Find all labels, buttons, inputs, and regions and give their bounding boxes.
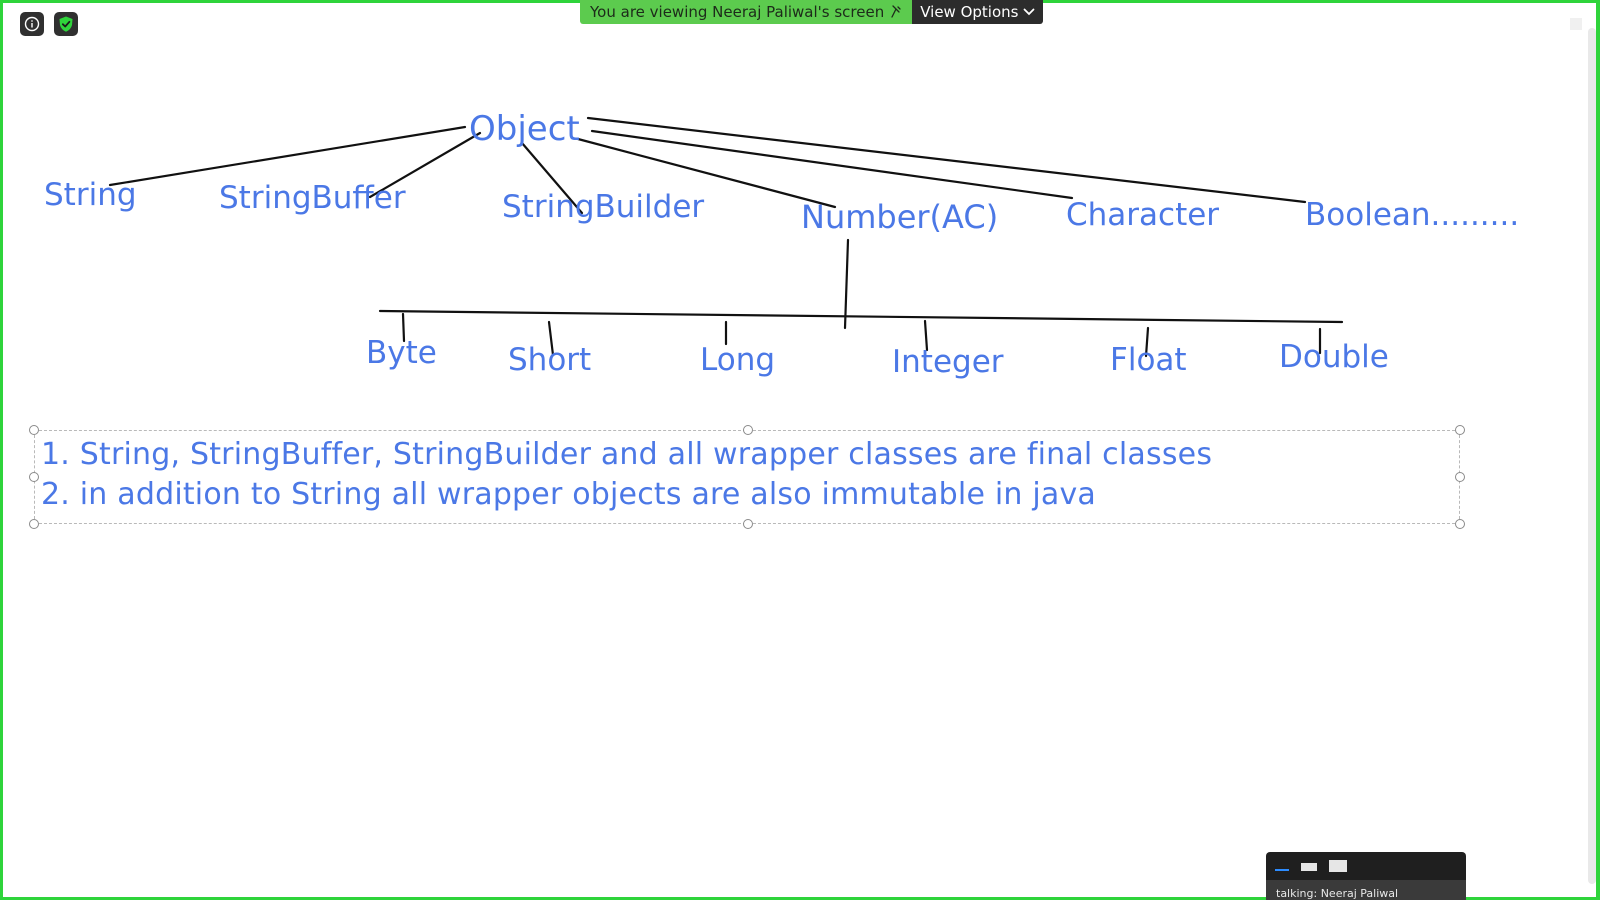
line-number-down: [843, 238, 850, 330]
line-byte: [401, 312, 406, 343]
resize-handle-bottom[interactable]: [743, 519, 753, 529]
pin-icon: [891, 5, 901, 18]
resize-handle-left[interactable]: [29, 472, 39, 482]
node-stringbuffer: StringBuffer: [219, 180, 406, 216]
shield-check-icon[interactable]: [54, 12, 78, 36]
viewing-text: You are viewing Neeraj Paliwal's screen: [590, 3, 885, 21]
node-number: Number(AC): [801, 198, 999, 236]
note-line-1: 1. String, StringBuffer, StringBuilder a…: [41, 437, 1213, 472]
line-float: [1144, 326, 1150, 358]
vertical-scrollbar[interactable]: [1586, 28, 1596, 884]
note-line-2: 2. in addition to String all wrapper obj…: [41, 477, 1096, 512]
node-float: Float: [1110, 342, 1187, 378]
node-stringbuilder: StringBuilder: [502, 189, 705, 225]
line-object-stringbuffer: [368, 131, 482, 199]
resize-handle-bottom-left[interactable]: [29, 519, 39, 529]
node-boolean: Boolean.........: [1305, 197, 1520, 233]
resize-handle-right[interactable]: [1455, 472, 1465, 482]
corner-control: [1570, 18, 1582, 30]
line-integer: [923, 319, 929, 352]
talking-status: talking: Neeraj Paliwal: [1266, 880, 1466, 900]
resize-handle-bottom-right[interactable]: [1455, 519, 1465, 529]
chevron-down-icon: [1024, 8, 1035, 16]
screen-share-banner: You are viewing Neeraj Paliwal's screen …: [580, 0, 1044, 24]
node-short: Short: [508, 342, 592, 378]
node-long: Long: [700, 342, 776, 378]
line-object-character: [590, 129, 1074, 200]
node-double: Double: [1279, 339, 1389, 375]
node-integer: Integer: [892, 344, 1004, 380]
notes-textbox[interactable]: 1. String, StringBuffer, StringBuilder a…: [29, 425, 1465, 529]
node-object: Object: [469, 109, 580, 149]
line-object-stringbuilder: [520, 141, 584, 215]
node-string: String: [44, 177, 137, 213]
line-object-number: [576, 137, 837, 209]
speaker-view-icon[interactable]: [1300, 860, 1318, 872]
resize-handle-top-left[interactable]: [29, 425, 39, 435]
line-short: [547, 320, 555, 357]
mini-video-window[interactable]: talking: Neeraj Paliwal: [1266, 852, 1466, 900]
scrollbar-thumb[interactable]: [1588, 28, 1596, 884]
line-object-boolean: [586, 116, 1307, 204]
node-byte: Byte: [366, 335, 437, 371]
line-number-horizontal: [378, 309, 1344, 324]
resize-handle-top[interactable]: [743, 425, 753, 435]
info-icon[interactable]: [20, 12, 44, 36]
expand-view-icon[interactable]: [1328, 859, 1348, 873]
line-object-string: [108, 125, 467, 187]
node-character: Character: [1066, 197, 1220, 233]
minimize-icon[interactable]: [1274, 860, 1290, 872]
resize-handle-top-right[interactable]: [1455, 425, 1465, 435]
view-options-label: View Options: [920, 3, 1019, 21]
view-options-button[interactable]: View Options: [912, 0, 1044, 24]
viewing-status: You are viewing Neeraj Paliwal's screen: [580, 0, 913, 24]
mini-window-toolbar: [1266, 852, 1466, 880]
